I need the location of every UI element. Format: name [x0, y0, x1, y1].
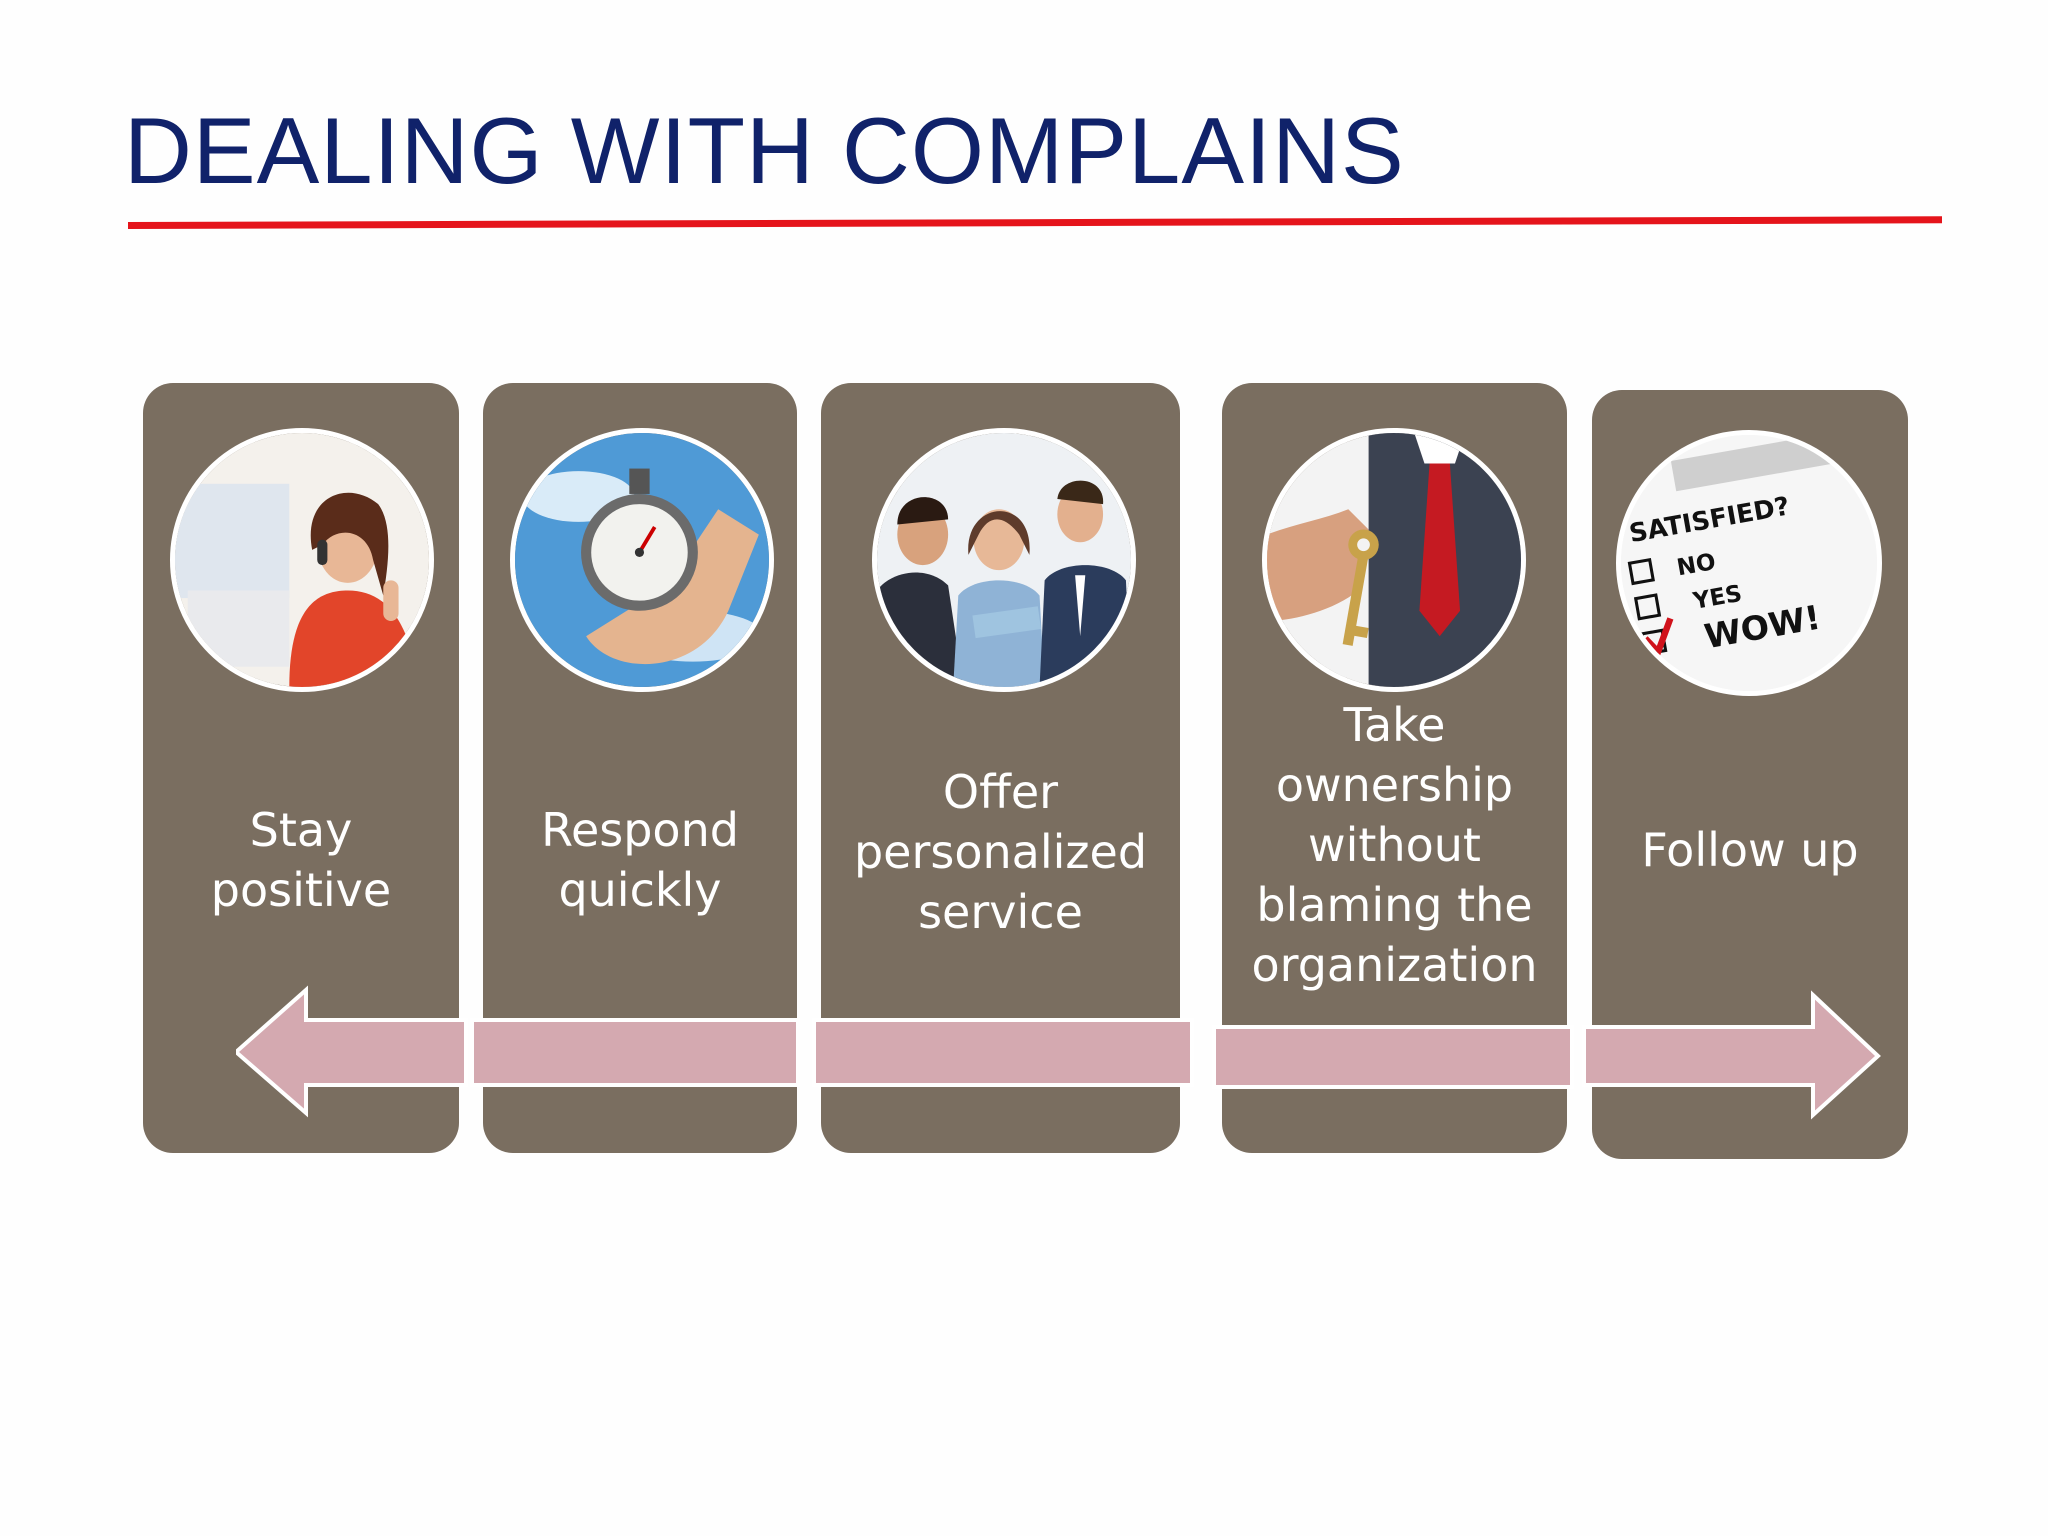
- respond-quickly-image: [510, 428, 774, 692]
- key-icon: [1267, 433, 1521, 687]
- slide-title: DEALING WITH COMPLAINS: [124, 98, 1405, 203]
- personalized-service-image: [872, 428, 1136, 692]
- double-arrow-icon: [236, 985, 1881, 1120]
- respond-quickly-label: Respond quickly: [541, 803, 739, 917]
- title-underline: [128, 216, 1942, 229]
- follow-up-label: Follow up: [1641, 823, 1859, 877]
- take-ownership-label: Take ownership without blaming the organ…: [1251, 698, 1538, 992]
- personalized-service-label: Offer personalized service: [853, 765, 1148, 939]
- step-label-4: Take ownership without blaming the organ…: [1222, 690, 1567, 1000]
- team-with-tablet-icon: [877, 433, 1131, 687]
- arrow-left-head: [236, 985, 468, 1118]
- arrow-right-head: [1582, 990, 1881, 1120]
- step-label-1: Stay positive: [143, 770, 459, 950]
- stay-positive-image: [170, 428, 434, 692]
- follow-up-image: SATISFIED? NO YES WOW!: [1616, 430, 1882, 696]
- woman-on-phone-icon: [175, 433, 429, 687]
- step-label-5: Follow up: [1592, 810, 1908, 890]
- stopwatch-icon: [515, 433, 769, 687]
- arrow-segment-1: [470, 1018, 800, 1087]
- satisfaction-checklist-icon: SATISFIED? NO YES WOW!: [1621, 435, 1877, 691]
- arrow-segment-2: [812, 1018, 1194, 1087]
- arrow-segment-3: [1212, 1025, 1574, 1089]
- step-label-2: Respond quickly: [483, 770, 797, 950]
- step-label-3: Offer personalized service: [821, 752, 1180, 952]
- take-ownership-image: [1262, 428, 1526, 692]
- stay-positive-label: Stay positive: [210, 803, 392, 917]
